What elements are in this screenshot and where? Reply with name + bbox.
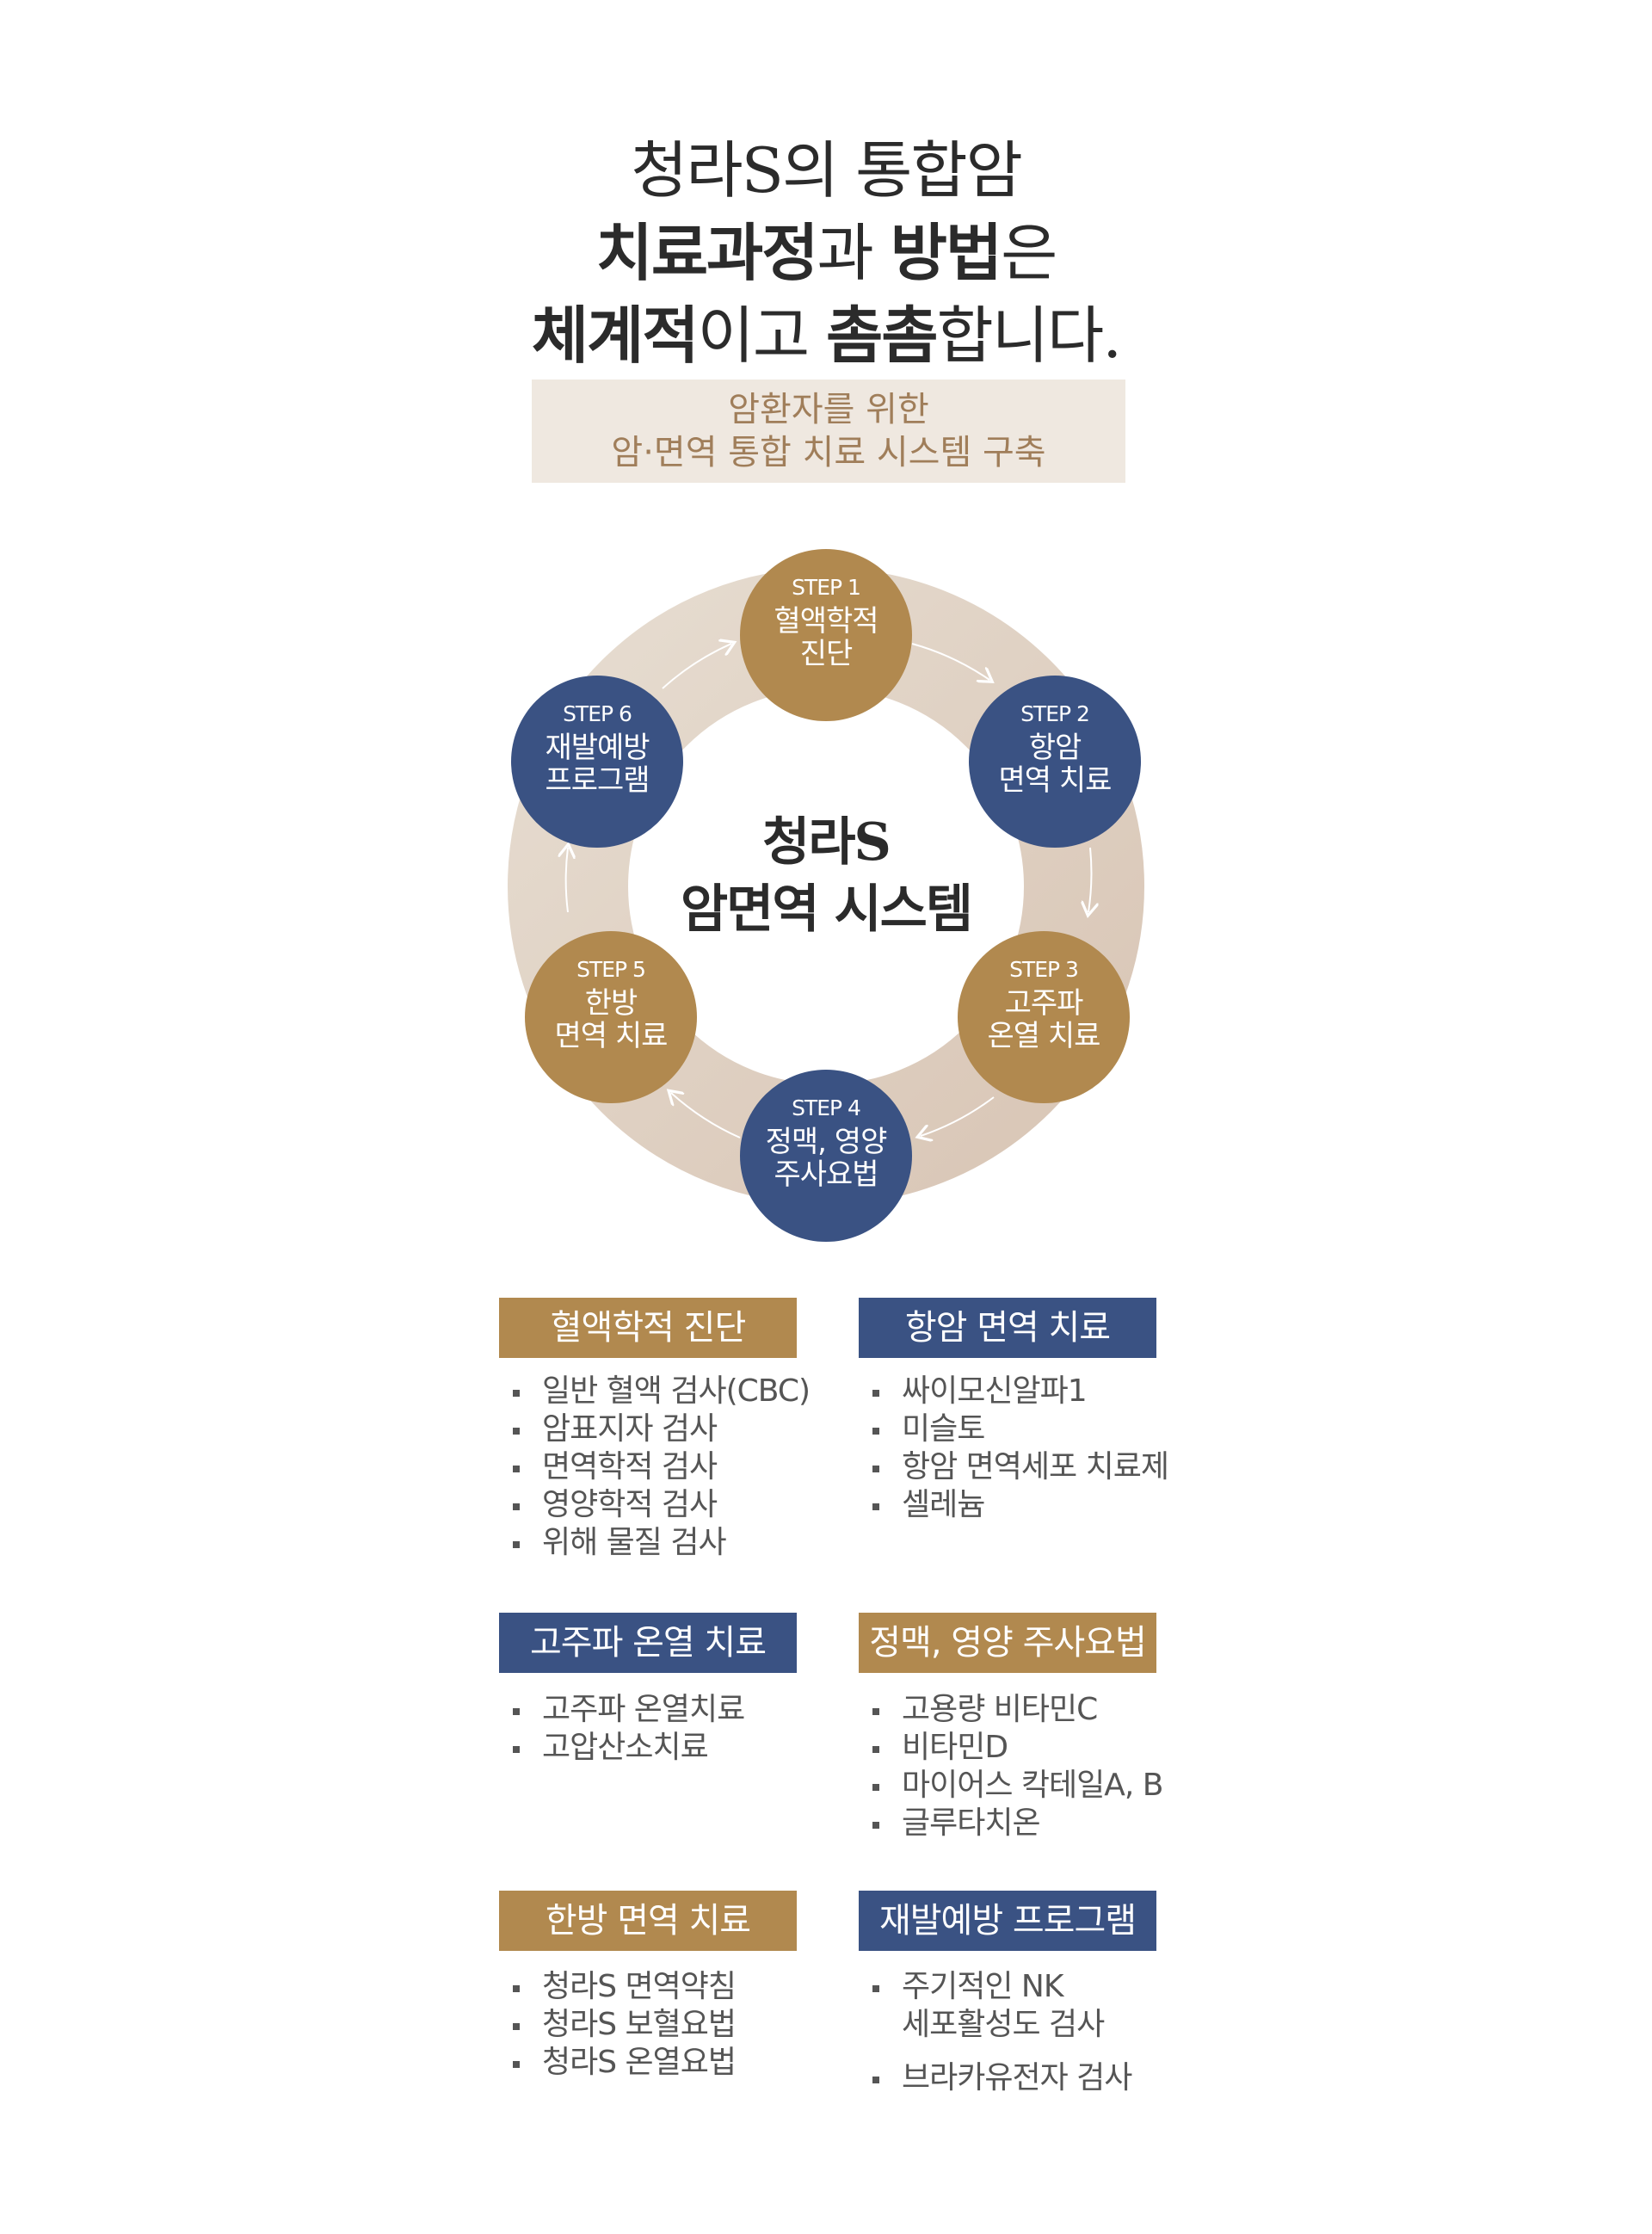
step-3-node: STEP 3 고주파 온열 치료	[958, 931, 1130, 1103]
category-header-anticancer-immunity: 항암 면역 치료	[859, 1298, 1156, 1358]
category-header-iv-nutrition: 정맥, 영양 주사요법	[859, 1613, 1156, 1673]
step-title: 온열 치료	[987, 1019, 1101, 1053]
list-item: 비타민D	[867, 1729, 1163, 1767]
category-list-oriental-immunity: 청라S 면역약침 청라S 보혈요법 청라S 온열요법	[508, 1968, 737, 2082]
list-item: 위해 물질 검사	[508, 1524, 810, 1562]
category-header-oriental-immunity: 한방 면역 치료	[499, 1891, 797, 1951]
headline-line-3: 체계적이고 촘촘합니다.	[0, 294, 1652, 377]
subtitle-line-2: 암·면역 통합 치료 시스템 구축	[611, 433, 1046, 472]
step-title: 한방	[584, 986, 638, 1021]
headline-text: 촘촘	[826, 299, 938, 372]
headline-text: 이고	[697, 299, 826, 372]
subtitle-line-1: 암환자를 위한	[728, 390, 929, 429]
list-item: 청라S 보혈요법	[508, 2006, 737, 2044]
headline-line-1: 청라S의 통합암	[0, 129, 1652, 212]
step-4-node: STEP 4 정맥, 영양 주사요법	[740, 1070, 912, 1242]
headline-text: 합니다.	[936, 299, 1122, 372]
list-item: 주기적인 NK	[867, 1968, 1131, 2006]
center-title-line-2: 암면역 시스템	[680, 879, 973, 940]
headline-text: 방법	[890, 216, 1002, 289]
list-item: 셀레늄	[867, 1486, 1168, 1524]
list-item: 청라S 면역약침	[508, 1968, 737, 2006]
list-item: 면역학적 검사	[508, 1448, 810, 1486]
headline-text: 치료과정	[595, 216, 819, 289]
category-list-anticancer-immunity: 싸이모신알파1 미슬토 항암 면역세포 치료제 셀레늄	[867, 1373, 1169, 1524]
category-list-blood-diagnosis: 일반 혈액 검사(CBC) 암표지자 검사 면역학적 검사 영양학적 검사 위해…	[508, 1373, 811, 1562]
arrow-4-5	[671, 1093, 741, 1139]
category-header-blood-diagnosis: 혈액학적 진단	[499, 1298, 797, 1358]
step-title: 프로그램	[545, 763, 650, 798]
step-title: 혈액학적	[774, 604, 878, 639]
step-label: STEP 1	[792, 575, 861, 600]
category-header-recurrence-prevention: 재발예방 프로그램	[859, 1891, 1156, 1951]
step-1-node: STEP 1 혈액학적 진단	[740, 549, 912, 721]
step-label: STEP 5	[576, 957, 646, 982]
list-item: 미슬토	[867, 1410, 1168, 1448]
headline-text: 과	[817, 217, 891, 289]
list-item: 암표지자 검사	[508, 1410, 810, 1448]
headline-text: 청라S의 통합암	[631, 134, 1023, 207]
list-item: 청라S 온열요법	[508, 2044, 737, 2082]
step-title: 고주파	[1004, 986, 1084, 1021]
arrow-1-2	[911, 643, 989, 680]
step-label: STEP 4	[792, 1095, 861, 1120]
list-item: 글루타치온	[867, 1805, 1163, 1842]
category-list-hyperthermia: 고주파 온열치료 고압산소치료	[508, 1691, 745, 1767]
list-item: 고주파 온열치료	[508, 1691, 745, 1729]
category-header-hyperthermia: 고주파 온열 치료	[499, 1613, 797, 1673]
step-label: STEP 6	[563, 701, 632, 726]
list-item-continuation: 세포활성도 검사	[902, 2007, 1105, 2042]
arrow-6-1	[662, 644, 731, 689]
step-title: 항암	[1028, 731, 1082, 765]
list-item: 고용량 비타민C	[867, 1691, 1163, 1729]
cycle-center-title: 청라S 암면역 시스템	[654, 809, 998, 943]
category-list-iv-nutrition: 고용량 비타민C 비타민D 마이어스 칵테일A, B 글루타치온	[867, 1691, 1163, 1842]
list-item: 마이어스 칵테일A, B	[867, 1767, 1163, 1805]
headline-text: 은	[1001, 217, 1057, 289]
list-item: 항암 면역세포 치료제	[867, 1448, 1169, 1486]
step-label: STEP 2	[1020, 701, 1090, 726]
step-title: 면역 치료	[554, 1019, 669, 1053]
step-2-node: STEP 2 항암 면역 치료	[969, 676, 1141, 848]
step-5-node: STEP 5 한방 면역 치료	[525, 931, 697, 1103]
arrow-5-6	[566, 848, 568, 913]
arrow-3-4	[921, 1096, 995, 1136]
headline-text: 체계적	[531, 299, 700, 372]
step-label: STEP 3	[1009, 957, 1079, 982]
list-item: 영양학적 검사	[508, 1486, 810, 1524]
step-title: 재발예방	[545, 731, 650, 765]
step-6-node: STEP 6 재발예방 프로그램	[511, 676, 683, 848]
headline: 청라S의 통합암 치료과정과 방법은 체계적이고 촘촘합니다.	[0, 129, 1652, 377]
list-item: 일반 혈액 검사(CBC)	[508, 1373, 811, 1410]
list-item: 브라카유전자 검사	[867, 2059, 1132, 2097]
headline-line-2: 치료과정과 방법은	[0, 212, 1652, 294]
step-title: 면역 치료	[998, 763, 1113, 798]
step-title: 주사요법	[774, 1157, 878, 1192]
arrow-2-3	[1088, 847, 1091, 912]
step-title: 진단	[799, 637, 854, 671]
list-item: 싸이모신알파1	[867, 1373, 1168, 1410]
list-item: 고압산소치료	[508, 1729, 744, 1767]
subtitle-box: 암환자를 위한 암·면역 통합 치료 시스템 구축	[532, 380, 1125, 483]
category-list-recurrence-prevention: 주기적인 NK 세포활성도 검사 브라카유전자 검사	[867, 1968, 1132, 2097]
step-title: 정맥, 영양	[765, 1125, 888, 1159]
center-title-line-1: 청라S	[762, 812, 891, 873]
